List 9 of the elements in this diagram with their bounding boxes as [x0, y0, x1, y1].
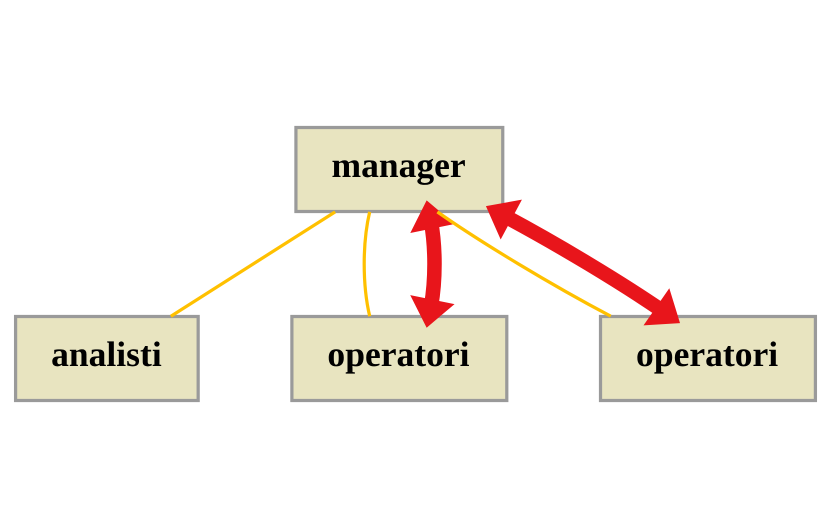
connector: [436, 210, 612, 318]
node-box: operatori: [598, 314, 818, 402]
connector: [170, 210, 336, 318]
node-box: analisti: [14, 314, 200, 402]
node-box: manager: [294, 126, 504, 214]
arrow: [410, 200, 455, 328]
node-box: operatori: [290, 314, 508, 402]
connector: [362, 212, 372, 317]
arrow: [486, 200, 680, 326]
